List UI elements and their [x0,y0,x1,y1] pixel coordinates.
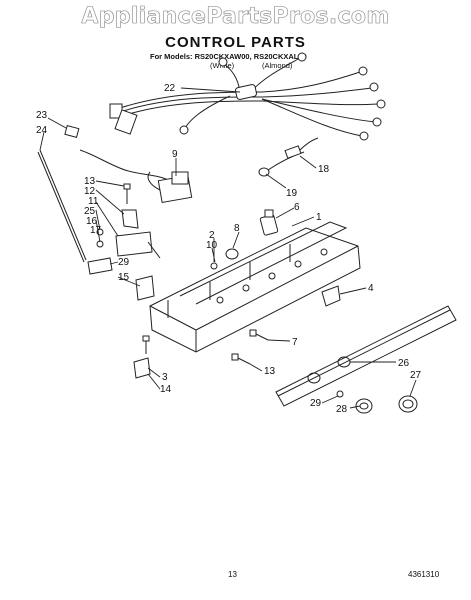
callout-19: 19 [286,188,298,199]
lower-bracket [133,335,151,379]
callout-15: 15 [118,272,130,283]
light-switch [259,209,279,236]
control-housing [149,221,361,353]
callout-2: 2 [209,230,215,241]
screw [249,329,269,341]
callout-12: 12 [84,186,96,197]
callout-8: 8 [234,223,240,234]
callout-18: 18 [318,164,330,175]
callout-labels: 22 23 24 9 18 19 13 12 11 25 16 17 1 6 8… [36,83,422,415]
callout-9: 9 [172,149,178,160]
watermark: AppliancePartsPros.com [81,4,390,30]
callout-13-bottom: 13 [264,366,276,377]
callout-7: 7 [292,337,298,348]
knobs [336,390,418,414]
document-number: 4361310 [408,570,440,579]
page-number: 13 [228,570,237,579]
callout-24: 25 [84,206,96,217]
callout-13-top: 13 [84,176,96,187]
variant-almond: (Almond) [262,61,293,70]
callout-25: 26 [398,358,410,369]
callout-17: 17 [90,225,102,236]
callout-26: 27 [410,370,422,381]
callout-14: 14 [160,384,172,395]
diagram-title: CONTROL PARTS [165,34,306,51]
callout-1: 1 [316,212,322,223]
knob-bracket [115,183,161,259]
callout-4: 4 [368,283,374,294]
callout-23: 24 [36,125,48,136]
callout-28: 29 [310,398,322,409]
screw [231,353,251,365]
thermostat-control [147,171,193,204]
grommet [225,248,239,260]
terminal-harness [258,137,319,177]
callout-27: 28 [336,404,348,415]
callout-3: 3 [162,372,168,383]
callout-16: 16 [86,216,98,227]
models-line: For Models: RS20CKXAW00, RS20CKXAL00 [150,52,307,61]
callout-29: 29 [118,257,130,268]
callout-11: 11 [88,196,99,207]
callout-6: 6 [294,202,300,213]
leader-lines [39,87,417,409]
callout-20: 22 [164,83,176,94]
callout-10: 10 [206,240,218,251]
clip-and-rod [37,124,169,263]
switch-hardware [87,228,155,301]
control-panel-trim [275,305,457,407]
mounting-bracket [321,285,341,307]
callout-22: 23 [36,110,48,121]
nut [210,262,218,270]
wiring-harness [109,52,386,141]
